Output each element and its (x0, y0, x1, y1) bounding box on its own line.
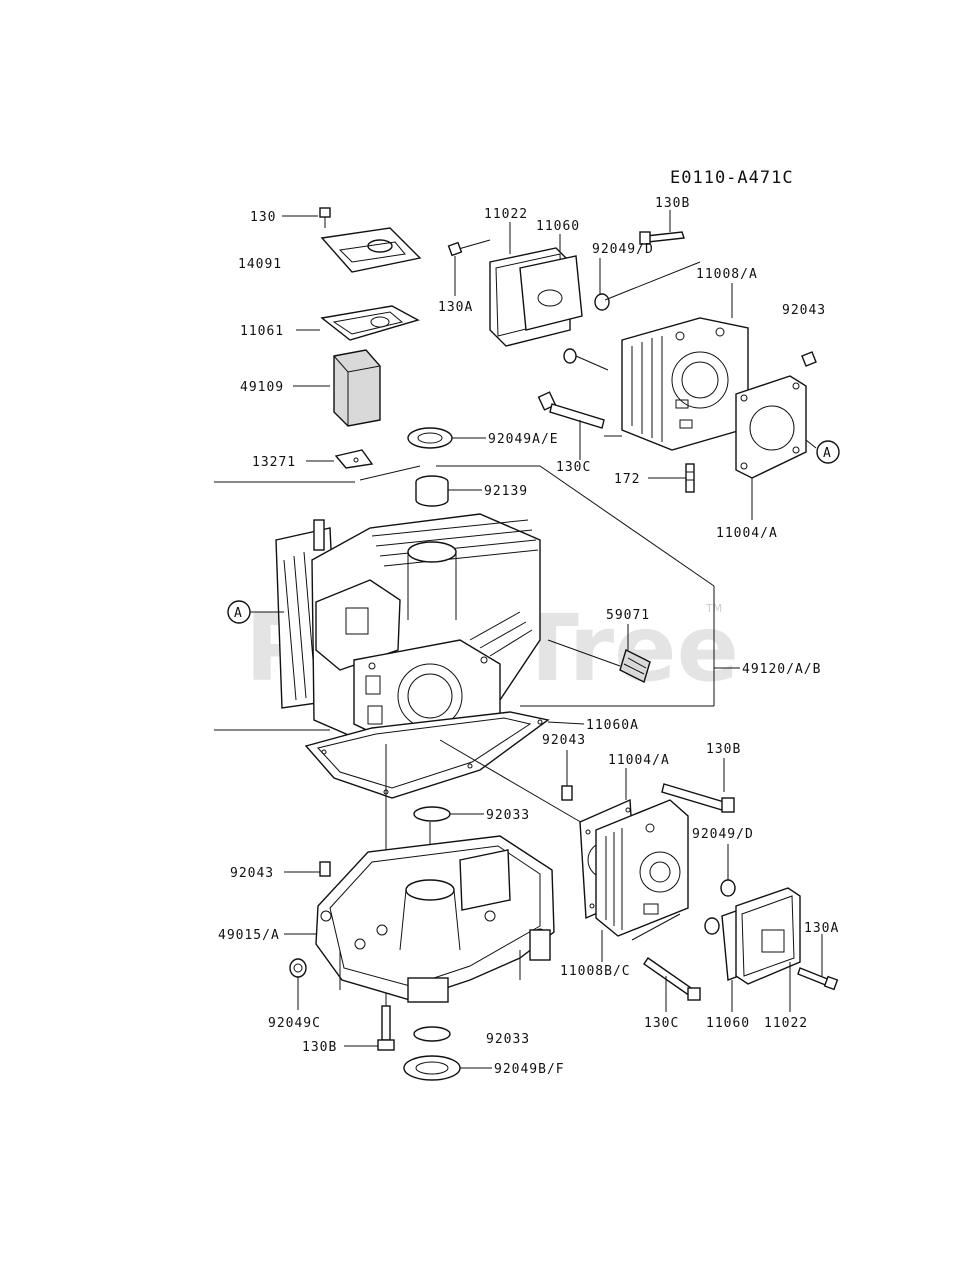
label-49109[interactable]: 49109 (240, 380, 284, 395)
bushing-92139[interactable] (415, 475, 449, 507)
label-130B-top[interactable]: 130B (655, 196, 690, 211)
rocker-gasket-11060-top[interactable] (519, 255, 583, 331)
stud-172[interactable] (685, 463, 695, 493)
label-130C-top[interactable]: 130C (556, 460, 591, 475)
label-92139[interactable]: 92139 (484, 484, 528, 499)
ref-A-top: A (816, 440, 840, 464)
label-92049D-top[interactable]: 92049/D (592, 242, 654, 257)
label-11004A-mid[interactable]: 11004/A (608, 753, 670, 768)
rocker-cover-11022-bot[interactable] (735, 887, 801, 985)
label-92043-mid[interactable]: 92043 (542, 733, 586, 748)
label-49120AB[interactable]: 49120/A/B (742, 662, 821, 677)
label-130B-bot[interactable]: 130B (302, 1040, 337, 1055)
seal-92049D-mid[interactable] (720, 879, 736, 897)
dowel-92043-mid[interactable] (561, 785, 573, 801)
breather-filter-49109[interactable] (293, 349, 381, 427)
label-92049C[interactable]: 92049C (268, 1016, 321, 1031)
label-11008A[interactable]: 11008/A (696, 267, 758, 282)
cylinder-head-11008A[interactable] (621, 317, 749, 451)
gasket-11060A[interactable] (304, 711, 550, 799)
o-ring-92033-b[interactable] (413, 1026, 451, 1042)
oil-seal-92049AE[interactable] (407, 427, 453, 449)
label-130B-mid[interactable]: 130B (706, 742, 741, 757)
label-92049BF[interactable]: 92049B/F (494, 1062, 565, 1077)
svg-text:A: A (823, 446, 832, 461)
label-130-top[interactable]: 130 (250, 210, 276, 225)
label-11008BC[interactable]: 11008B/C (560, 964, 631, 979)
label-92033-a[interactable]: 92033 (486, 808, 530, 823)
bolt-130-top[interactable] (282, 207, 331, 228)
seal-92049D-mid-2[interactable] (704, 917, 720, 935)
cylinder-head-11008BC[interactable] (595, 799, 689, 937)
bolt-130A-bot[interactable] (797, 967, 839, 991)
label-92033-b[interactable]: 92033 (486, 1032, 530, 1047)
plug-59071[interactable] (619, 649, 651, 683)
label-11060-bot[interactable]: 11060 (706, 1016, 750, 1031)
seal-92049D-top[interactable] (594, 293, 610, 311)
label-49015A[interactable]: 49015/A (218, 928, 280, 943)
o-ring-92033-a[interactable] (413, 806, 451, 822)
label-130A-top[interactable]: 130A (438, 300, 473, 315)
oil-seal-92049BF[interactable] (403, 1055, 461, 1081)
ref-A-left: A (227, 600, 284, 624)
dowel-92043-left[interactable] (319, 861, 331, 877)
label-11060-top[interactable]: 11060 (536, 219, 580, 234)
dowel-92043-top[interactable] (801, 351, 817, 367)
seal-92049D-top-2[interactable] (563, 348, 577, 364)
bolt-130C-top[interactable] (537, 391, 605, 429)
diagram-code: E0110-A471C (670, 168, 794, 188)
label-92049AE[interactable]: 92049A/E (488, 432, 559, 447)
bolt-130A-top[interactable] (447, 239, 491, 296)
label-11022-bot[interactable]: 11022 (764, 1016, 808, 1031)
label-130C-bot[interactable]: 130C (644, 1016, 679, 1031)
label-14091[interactable]: 14091 (238, 257, 282, 272)
label-59071[interactable]: 59071 (606, 608, 650, 623)
breather-gasket-11061[interactable] (296, 305, 420, 341)
head-gasket-11004A-top[interactable] (735, 375, 807, 479)
label-92043-top[interactable]: 92043 (782, 303, 826, 318)
label-11004A-top[interactable]: 11004/A (716, 526, 778, 541)
label-11022-top[interactable]: 11022 (484, 207, 528, 222)
oil-seal-92049C[interactable] (289, 958, 307, 978)
label-11060A[interactable]: 11060A (586, 718, 639, 733)
bolt-130B-top[interactable] (639, 210, 685, 245)
label-13271[interactable]: 13271 (252, 455, 296, 470)
label-172[interactable]: 172 (614, 472, 640, 487)
bolt-130C-bot[interactable] (643, 957, 701, 1001)
label-92043-left[interactable]: 92043 (230, 866, 274, 881)
label-92049D-mid[interactable]: 92049/D (692, 827, 754, 842)
label-11061[interactable]: 11061 (240, 324, 284, 339)
reed-valve-13271[interactable] (306, 449, 374, 469)
breather-cover-14091[interactable] (320, 227, 422, 273)
crankcase-cover-49015A[interactable] (315, 835, 555, 1003)
bolt-130B-mid[interactable] (661, 783, 735, 813)
svg-text:A: A (234, 606, 243, 621)
label-130A-bot[interactable]: 130A (804, 921, 839, 936)
crankcase-49120AB[interactable] (275, 513, 541, 745)
bolt-130B-bot[interactable] (377, 1005, 395, 1051)
